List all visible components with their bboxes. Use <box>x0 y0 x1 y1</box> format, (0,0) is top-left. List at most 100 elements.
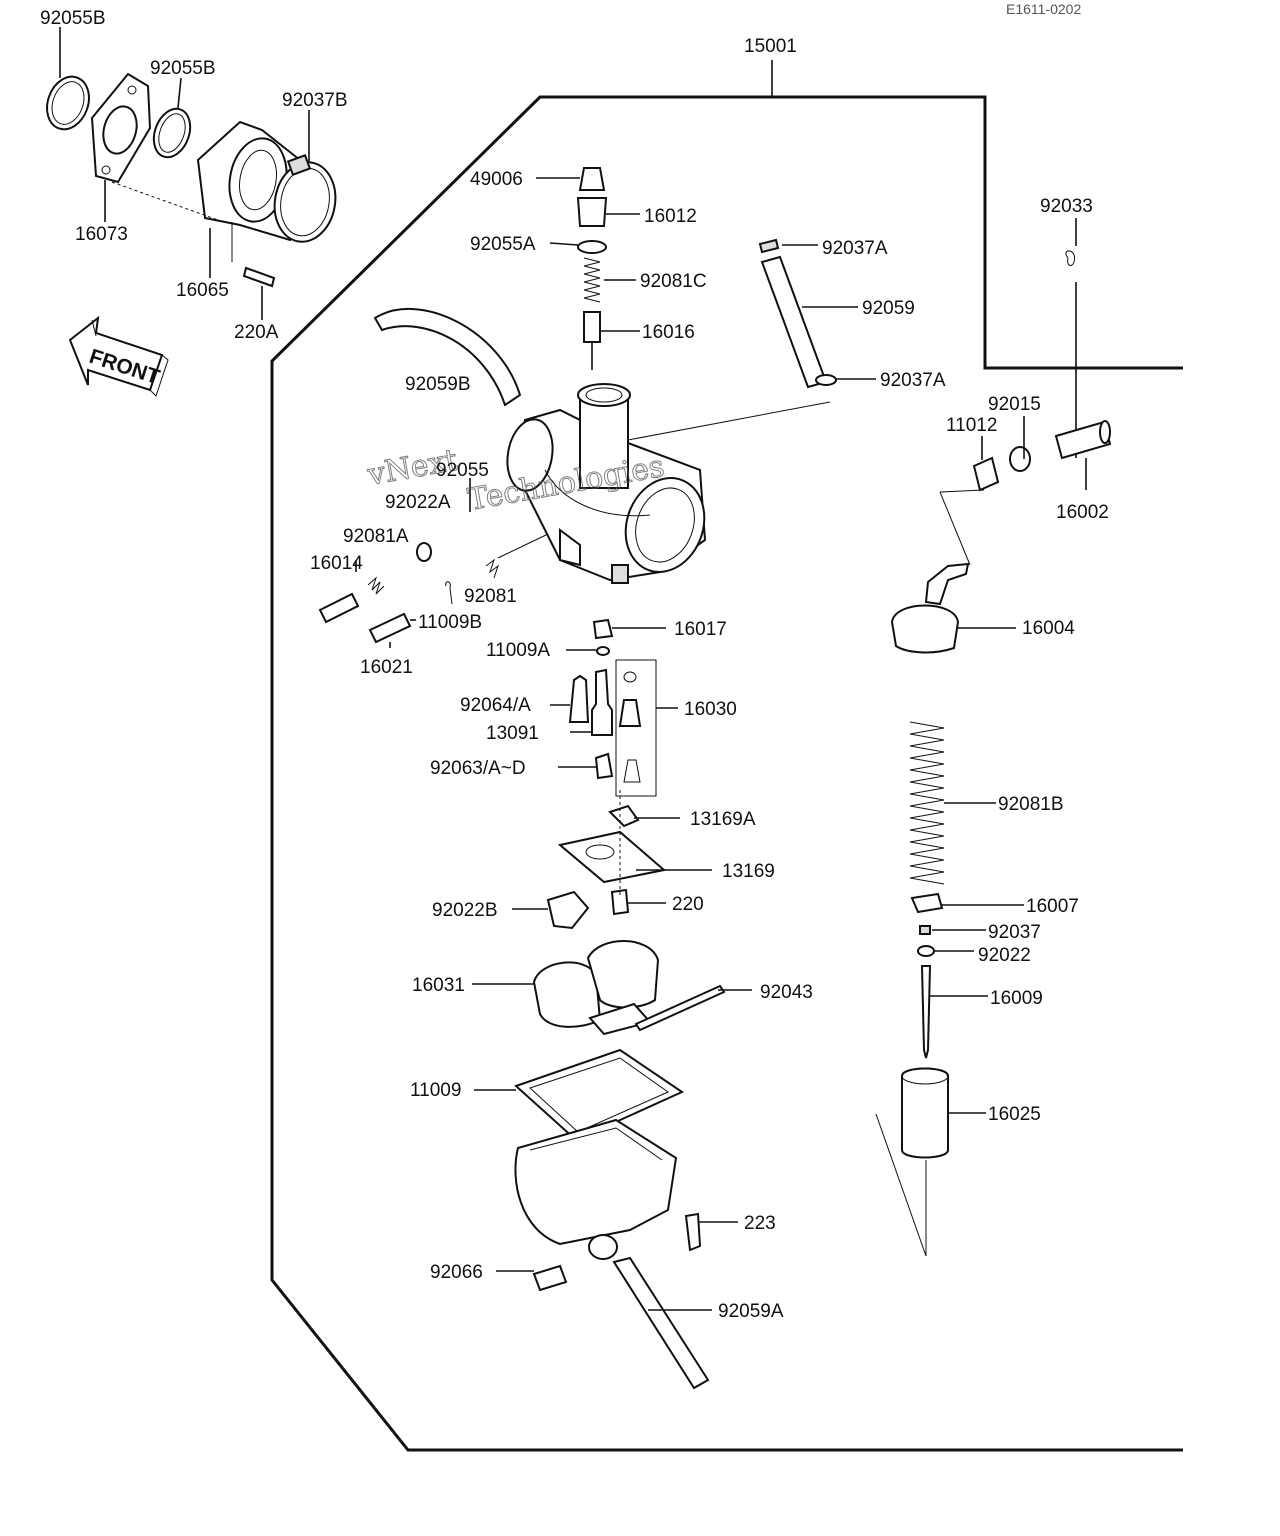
label-92037B: 92037B <box>282 90 348 111</box>
cap-16002 <box>1054 420 1112 460</box>
top-cap-16004 <box>890 604 960 654</box>
clip-92033 <box>1065 250 1076 266</box>
label-92043: 92043 <box>760 982 813 1003</box>
label-11009B: 11009B <box>418 612 482 633</box>
screw-220A <box>242 266 276 288</box>
adjuster-16012 <box>576 197 608 227</box>
plate-13169 <box>557 830 667 884</box>
label-92081B: 92081B <box>998 794 1064 815</box>
float-bowl <box>514 1118 678 1246</box>
label-92015: 92015 <box>988 394 1041 415</box>
label-92081: 92081 <box>464 586 517 607</box>
label-220: 220 <box>672 894 704 915</box>
pin-92043 <box>634 984 726 1032</box>
label-16009: 16009 <box>990 988 1043 1009</box>
screw-223 <box>684 1212 702 1252</box>
label-16073: 16073 <box>75 224 128 245</box>
pilot-jet-92064A <box>568 674 590 723</box>
drain-screw-92066 <box>532 1264 568 1292</box>
o-ring-11009A <box>596 646 610 656</box>
label-92037: 92037 <box>988 922 1041 943</box>
screw-16014 <box>318 592 360 624</box>
label-16025: 16025 <box>988 1104 1041 1125</box>
hose-92059-group <box>758 238 876 389</box>
label-16031: 16031 <box>412 975 465 996</box>
drawing-code: E1611-0202 <box>1006 1 1081 17</box>
center-stack <box>512 618 712 930</box>
washer-92022A <box>416 542 432 562</box>
clip-13169A <box>608 804 640 828</box>
plug-16017 <box>592 618 614 640</box>
hose-92059 <box>760 255 828 389</box>
label-16012: 16012 <box>644 206 697 227</box>
screw-16021 <box>368 612 412 644</box>
washer-92055A <box>577 240 607 254</box>
drain-hose-92059A <box>612 1256 710 1390</box>
label-16014: 16014 <box>310 553 363 574</box>
label-92033: 92033 <box>1040 196 1093 217</box>
cap-49006 <box>578 167 606 191</box>
spring-92081B <box>909 721 945 885</box>
label-92022A: 92022A <box>385 492 451 513</box>
label-16007: 16007 <box>1026 896 1079 917</box>
part-labels: 92055B 92055B 92037B 16073 16065 220A 15… <box>40 8 1109 1322</box>
o-ring-92055B-right <box>152 107 192 159</box>
float-16031 <box>532 961 602 1028</box>
label-11009A: 11009A <box>486 640 550 661</box>
label-13169A: 13169A <box>690 809 756 830</box>
main-jet-92063 <box>594 752 614 780</box>
intake-parts-group <box>46 27 337 320</box>
jet-kit-box-16030 <box>615 659 657 797</box>
label-16030: 16030 <box>684 699 737 720</box>
label-15001: 15001 <box>744 36 797 57</box>
clip-92037A-upper <box>758 238 780 254</box>
label-92055A: 92055A <box>470 234 536 255</box>
clip-92037A-lower <box>815 374 837 386</box>
screw-220 <box>610 888 630 916</box>
clip-92037 <box>919 925 931 935</box>
label-16021: 16021 <box>360 657 413 678</box>
label-92022B: 92022B <box>432 900 498 921</box>
label-92059A: 92059A <box>718 1301 784 1322</box>
front-arrow: FRONT <box>68 315 169 397</box>
nut-92015 <box>1009 446 1031 472</box>
label-92037A-lower: 92037A <box>880 370 946 391</box>
label-16017: 16017 <box>674 619 727 640</box>
retainer-16007 <box>910 892 944 914</box>
left-small-parts <box>318 478 549 648</box>
holder-92022B <box>546 890 590 930</box>
label-220A: 220A <box>234 322 279 343</box>
label-92055: 92055 <box>436 460 489 481</box>
needle-jet-13091 <box>591 668 613 736</box>
spring-92081C <box>583 257 601 303</box>
label-92063: 92063/A~D <box>430 758 526 779</box>
bushing-11012 <box>972 456 1000 492</box>
label-92059B: 92059B <box>405 374 471 395</box>
float-bowl-group <box>474 1048 738 1390</box>
throttle-group <box>875 721 1024 1257</box>
spring-92081 <box>485 558 499 579</box>
spring-92081A <box>367 576 385 595</box>
o-ring-92055B-left <box>46 75 90 131</box>
float-group <box>472 940 752 1036</box>
label-92081A: 92081A <box>343 526 409 547</box>
label-92064A: 92064/A <box>460 695 531 716</box>
assembly-frame <box>270 95 1183 1452</box>
washer-92022 <box>917 945 935 957</box>
label-92022: 92022 <box>978 945 1031 966</box>
label-13169: 13169 <box>722 861 775 882</box>
label-11009: 11009 <box>410 1080 461 1101</box>
label-92037A-upper: 92037A <box>822 238 888 259</box>
label-223: 223 <box>744 1213 776 1234</box>
label-16016: 16016 <box>642 322 695 343</box>
label-92055B-right: 92055B <box>150 58 216 79</box>
vent-hose-92059B <box>373 308 522 407</box>
right-parts <box>890 218 1112 654</box>
top-stack <box>536 167 640 370</box>
label-13091: 13091 <box>486 723 539 744</box>
clamp-92037B <box>273 161 337 243</box>
label-92055B-left: 92055B <box>40 8 106 29</box>
label-11012: 11012 <box>946 415 997 436</box>
carburetor-body <box>373 308 831 584</box>
